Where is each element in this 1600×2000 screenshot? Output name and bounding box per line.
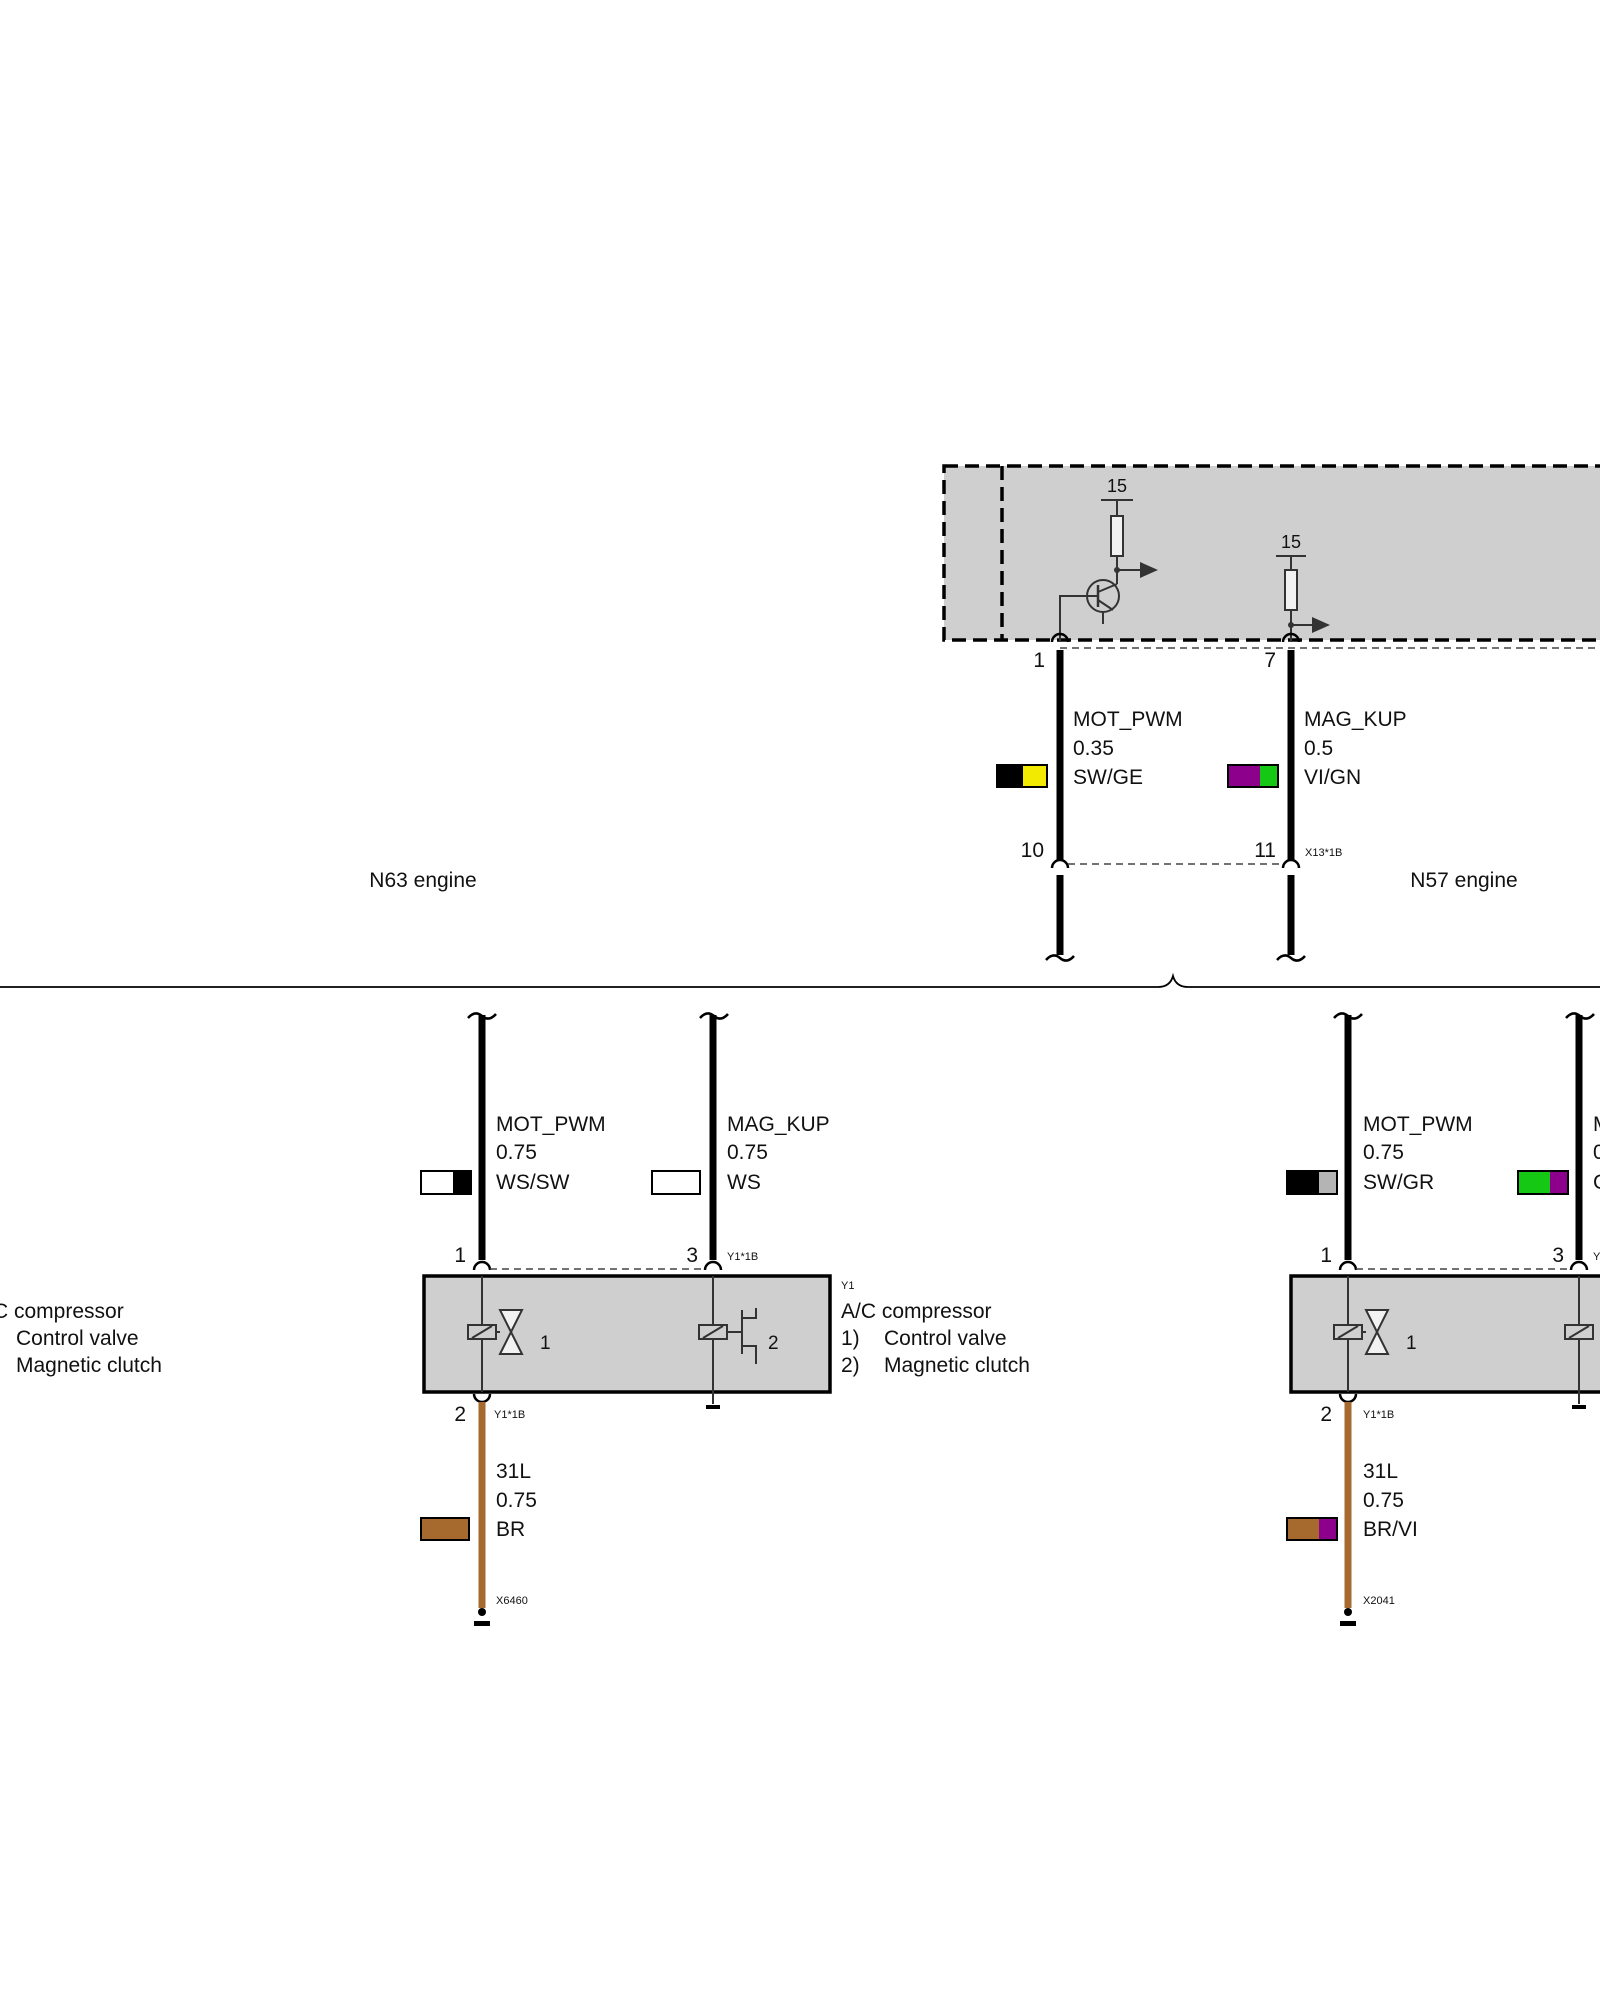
pin-label: 11 [1254, 839, 1276, 862]
legend-text: Magnetic clutch [884, 1354, 1030, 1377]
variant-divider: N63 engine N57 engine [0, 869, 1600, 988]
wire-color-label: BR [496, 1518, 525, 1541]
pullup-resistor-right [1284, 569, 1298, 611]
legend-text: Control valve [884, 1327, 1007, 1350]
legend-text: Magnetic clutch [16, 1354, 162, 1377]
wire-color-label: G [1593, 1171, 1600, 1194]
output-arrow-icon [1140, 562, 1158, 578]
wire-color-label: WS/SW [496, 1171, 570, 1194]
module-housing [942, 464, 1600, 642]
input-arrow-icon [1312, 617, 1330, 633]
wire-color-swatch [1228, 765, 1260, 787]
wire-size-label: 0.5 [1304, 737, 1333, 760]
pin-label: 10 [1021, 839, 1044, 862]
right-unit: MOT_PWM 0.75 SW/GR M 0 G 1 3 Y 1 2 Y1*1B [1286, 1012, 1600, 1626]
wire-color-swatch [997, 765, 1022, 787]
wire-size-label: 0.75 [496, 1141, 537, 1164]
wire-color-swatch [1287, 1518, 1319, 1540]
wire-break-icon [1045, 954, 1075, 962]
module-wires: 1 7 MOT_PWM 0.35 SW/GE MAG_KUP 0.5 VI/GN… [996, 632, 1407, 962]
pin-label: 1 [454, 1244, 466, 1267]
wire-color-label: BR/VI [1363, 1518, 1418, 1541]
wire-signal-label: MOT_PWM [1073, 708, 1183, 731]
wire-size-label: 0.75 [727, 1141, 768, 1164]
wire-color-swatch [421, 1171, 453, 1194]
pin-label: 2 [454, 1403, 466, 1426]
compressor-box [1289, 1274, 1600, 1394]
wire-break-icon [1276, 954, 1306, 962]
wire-signal-label: MAG_KUP [727, 1113, 830, 1136]
pin-label: 3 [1552, 1244, 1564, 1267]
connector-id: Y1*1B [727, 1251, 758, 1263]
variant-label-right: N57 engine [1410, 869, 1517, 892]
legend-number: 2) [841, 1354, 860, 1377]
wire-size-label: 0.35 [1073, 737, 1114, 760]
connector-id: Y1*1B [494, 1409, 525, 1421]
pin-label: 1 [1320, 1244, 1332, 1267]
ground-point-id: X6460 [496, 1595, 528, 1607]
pin-label: 7 [1264, 649, 1276, 672]
ground-point-icon [478, 1608, 486, 1616]
wire-signal-label: MOT_PWM [496, 1113, 606, 1136]
wire-color-swatch [420, 1517, 470, 1541]
wire-signal-label: MAG_KUP [1304, 708, 1407, 731]
wire-color-swatch [1518, 1171, 1550, 1194]
wire-color-label: SW/GR [1363, 1171, 1434, 1194]
component-name: C compressor [0, 1300, 124, 1323]
legend-number: 1) [841, 1327, 860, 1350]
pullup-resistor-left [1110, 515, 1124, 557]
wire-color-swatch [1287, 1171, 1319, 1194]
component-id: Y1 [841, 1280, 854, 1292]
wire-color-label: WS [727, 1171, 761, 1194]
wire-color-swatch [651, 1170, 701, 1195]
left-unit: MOT_PWM 0.75 WS/SW MAG_KUP 0.75 WS 1 3 Y… [420, 1012, 1030, 1626]
symbol-number: 1 [540, 1333, 551, 1354]
supply-label-right: 15 [1281, 532, 1301, 552]
wire-signal-label: 31L [496, 1460, 531, 1483]
variant-label-left: N63 engine [369, 869, 476, 892]
connector-id: Y1*1B [1363, 1409, 1394, 1421]
wire-signal-label: 31L [1363, 1460, 1398, 1483]
wire-size-label: 0 [1593, 1141, 1600, 1164]
component-name: A/C compressor [841, 1300, 992, 1323]
wire-color-label: VI/GN [1304, 766, 1361, 789]
wire-signal-label: M [1593, 1113, 1600, 1136]
connector-id: Y [1593, 1251, 1600, 1263]
control-module: 15 15 [942, 464, 1600, 649]
valve-icon [1364, 1309, 1390, 1335]
partial-legend: C compressor Control valve Magnetic clut… [0, 1300, 162, 1377]
wire-signal-label: MOT_PWM [1363, 1113, 1473, 1136]
ground-point-id: X2041 [1363, 1595, 1395, 1607]
pin-label: 1 [1033, 649, 1045, 672]
symbol-number: 2 [768, 1333, 779, 1354]
pin-label: 3 [686, 1244, 698, 1267]
symbol-number: 1 [1406, 1333, 1417, 1354]
ground-icon [1572, 1405, 1586, 1409]
supply-label-left: 15 [1107, 476, 1127, 496]
connector-id: X13*1B [1305, 847, 1342, 859]
wire-size-label: 0.75 [1363, 1141, 1404, 1164]
ground-point-icon [1344, 1608, 1352, 1616]
legend-text: Control valve [16, 1327, 139, 1350]
wire-size-label: 0.75 [496, 1489, 537, 1512]
wire-size-label: 0.75 [1363, 1489, 1404, 1512]
variant-brace [0, 972, 1600, 988]
pin-label: 2 [1320, 1403, 1332, 1426]
wire-color-label: SW/GE [1073, 766, 1143, 789]
valve-icon [498, 1309, 524, 1335]
ground-icon [706, 1405, 720, 1409]
